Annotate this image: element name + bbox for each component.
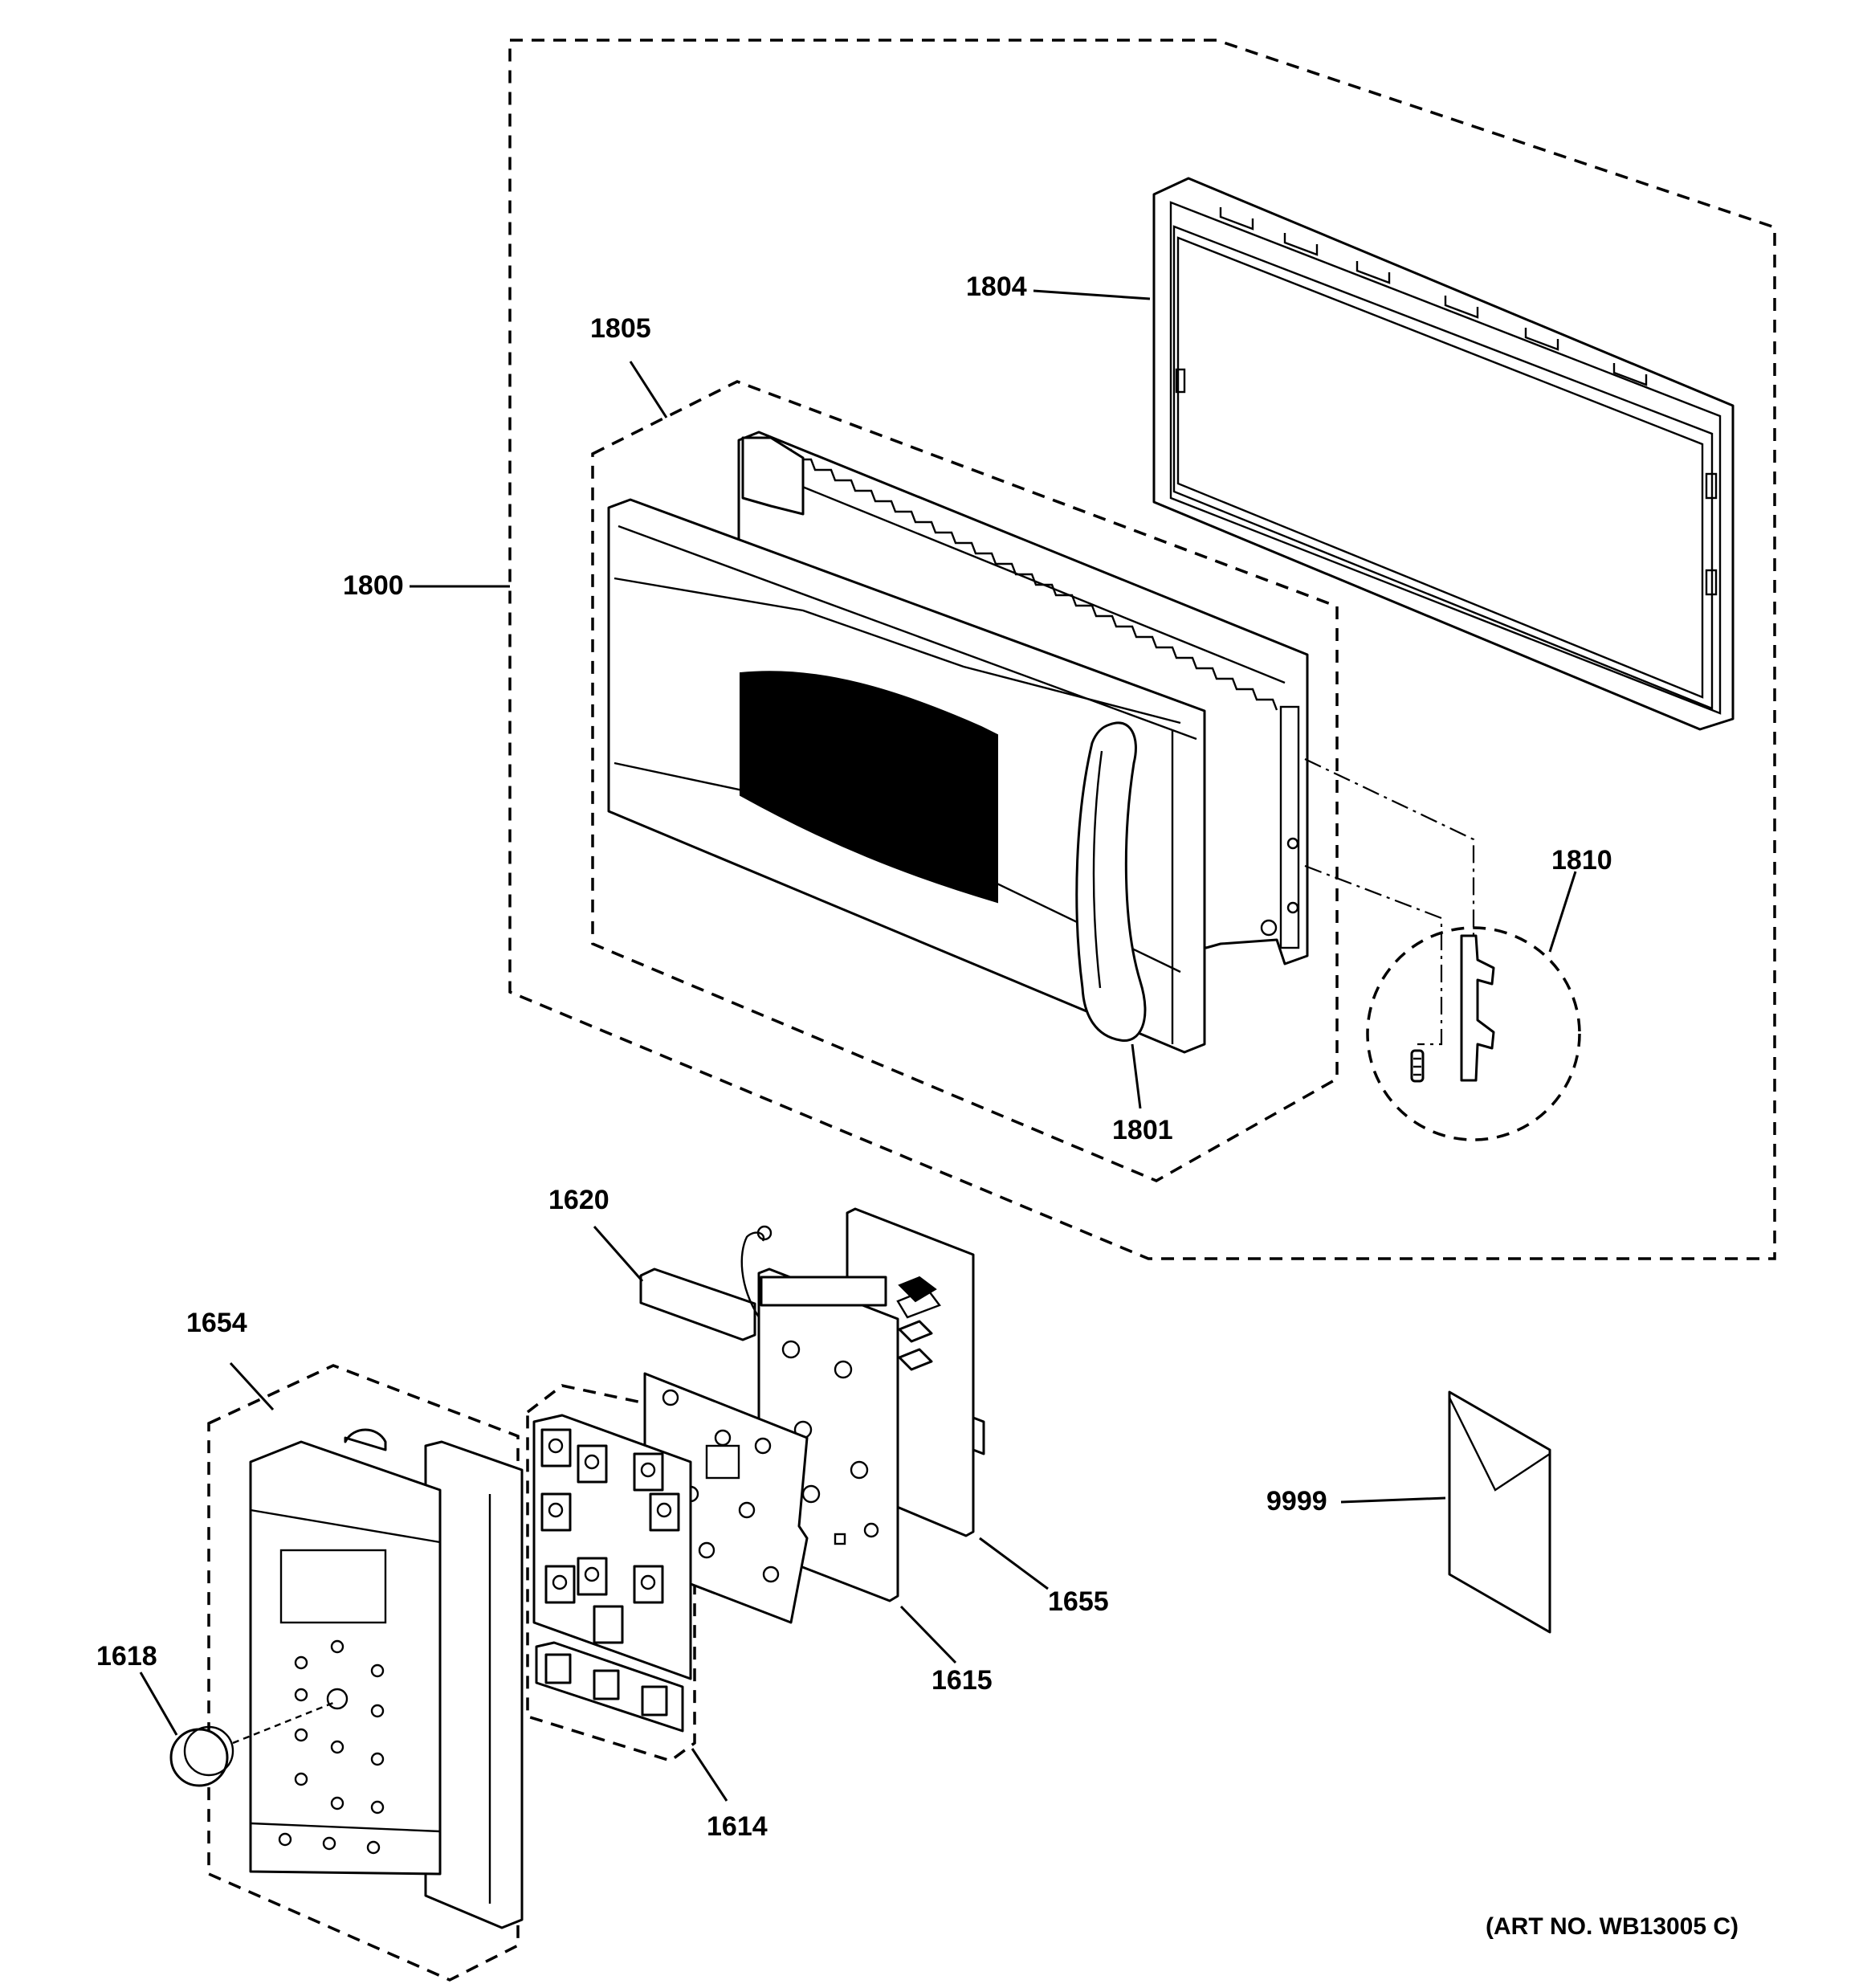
group-1800-boundary [508,39,1776,1260]
label-1655: 1655 [1048,1586,1109,1617]
control-panel-1654 [249,1428,524,1929]
literature-9999 [1448,1390,1551,1634]
label-1810: 1810 [1551,845,1612,876]
door-frame-1804 [1152,177,1735,731]
label-1801: 1801 [1112,1115,1173,1145]
label-1654: 1654 [186,1308,247,1338]
door-front-panel [607,498,1206,1054]
group-1654-boundary [207,1364,520,1982]
door-window [740,671,998,904]
latch-alignment-line-upper [1304,758,1475,936]
display-module-1620 [639,1225,773,1341]
latch-1810 [1410,934,1495,1083]
label-1800: 1800 [343,570,404,601]
latch-alignment-line-lower [1304,864,1443,1046]
knob-1618 [169,1700,338,1787]
group-1614-boundary [526,1384,696,1762]
leader-lines [139,289,1577,1802]
label-1804: 1804 [966,271,1027,302]
label-9999: 9999 [1266,1486,1327,1517]
label-1615: 1615 [932,1665,993,1696]
group-1810-boundary [1366,926,1581,1141]
label-1614: 1614 [707,1811,768,1842]
label-1620: 1620 [548,1185,609,1215]
door-handle [1075,721,1147,1043]
switch-assembly-1614 [532,1414,692,1733]
label-1805: 1805 [590,313,651,344]
part-labels: 1800 1804 1805 1801 1810 1620 1654 1655 … [96,271,1739,1940]
label-1618: 1618 [96,1641,157,1672]
group-1805-boundary [591,380,1339,1182]
art-number: (ART NO. WB13005 C) [1486,1913,1739,1940]
